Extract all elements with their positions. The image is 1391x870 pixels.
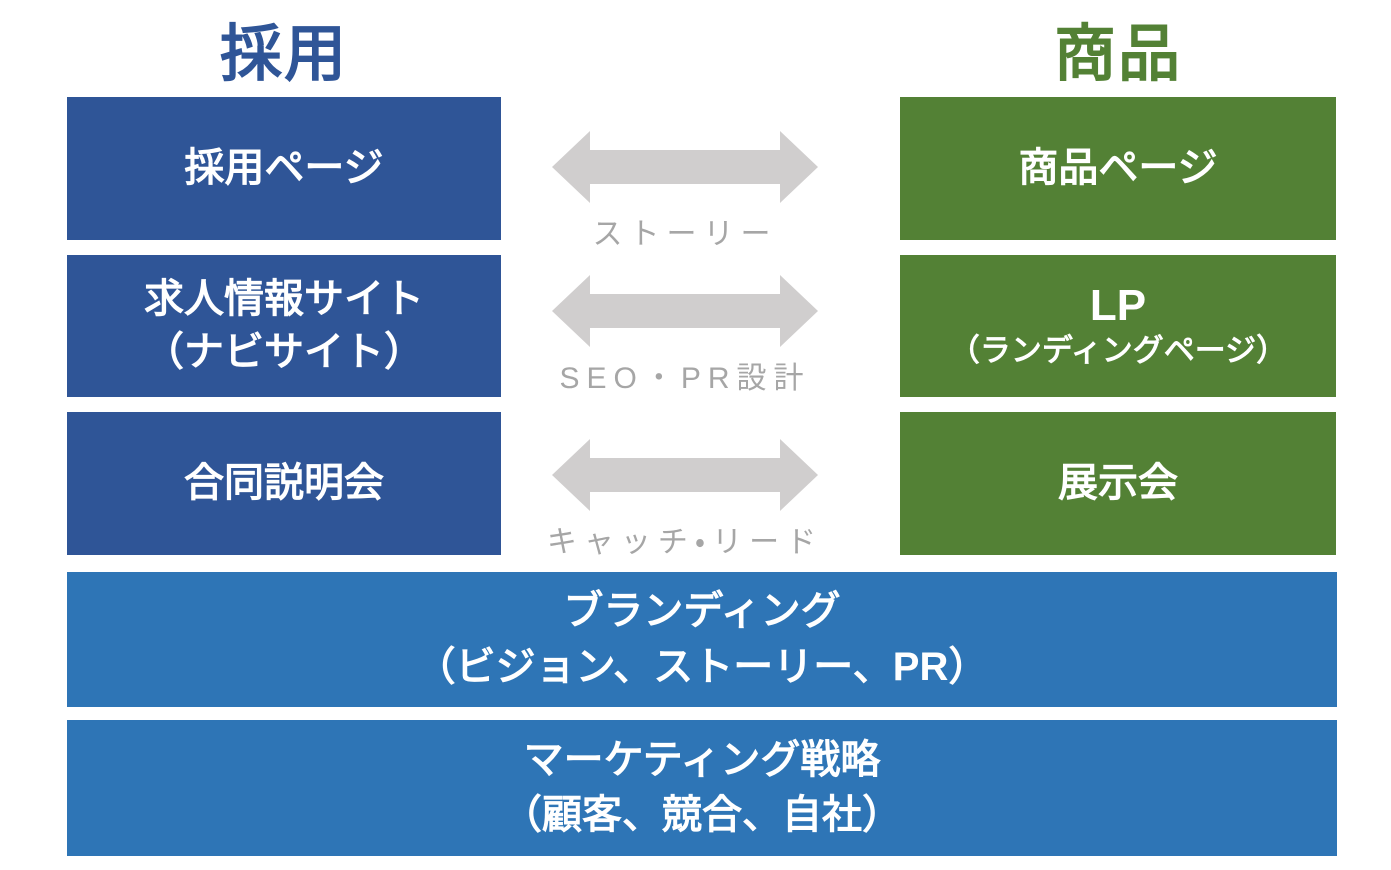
box-label-line: 求人情報サイト: [144, 277, 424, 322]
double-arrow-icon: [552, 275, 818, 347]
box-label-subline: （ランディングページ）: [948, 332, 1288, 368]
box-label-line: マーケティング戦略: [523, 737, 881, 782]
connector-catch-lead: キャッチ・リード: [547, 439, 818, 561]
double-arrow-icon: [552, 439, 818, 511]
box-label-line: （顧客、競合、自社）: [502, 793, 902, 837]
connector-label: ストーリー: [592, 218, 778, 251]
box-label-line: 展示会: [1058, 461, 1178, 506]
box-label-line: ブランディング: [563, 589, 841, 634]
connector-label: SEO・PR設計: [559, 362, 811, 395]
recruit-box-kyujin-site: 求人情報サイト （ナビサイト）: [67, 255, 501, 397]
connector-seo-pr: SEO・PR設計: [552, 275, 818, 397]
box-label-line: LP: [1089, 281, 1147, 331]
double-arrow-icon: [552, 131, 818, 203]
box-label-line: 採用ページ: [184, 146, 384, 191]
recruit-column-header: 採用: [219, 20, 348, 89]
product-box-tenjikai: 展示会: [900, 412, 1336, 555]
foundation-box-branding: ブランディング （ビジョン、ストーリー、PR）: [67, 572, 1337, 707]
foundation-box-marketing-strategy: マーケティング戦略 （顧客、競合、自社）: [67, 720, 1337, 856]
product-box-lp: LP （ランディングページ）: [900, 255, 1336, 397]
product-box-shohin-page: 商品ページ: [900, 97, 1336, 240]
box-label-line: （ナビサイト）: [144, 330, 424, 374]
product-column-header: 商品: [1053, 20, 1182, 89]
recruit-box-saiyo-page: 採用ページ: [67, 97, 501, 240]
box-label-line: （ビジョン、ストーリー、PR）: [415, 644, 989, 689]
connector-story: ストーリー: [552, 131, 818, 253]
recruit-box-godo-setsumeikai: 合同説明会: [67, 412, 501, 555]
box-label-line: 商品ページ: [1018, 146, 1218, 191]
connector-label: キャッチ・リード: [546, 526, 824, 559]
box-label-line: 合同説明会: [184, 461, 384, 506]
